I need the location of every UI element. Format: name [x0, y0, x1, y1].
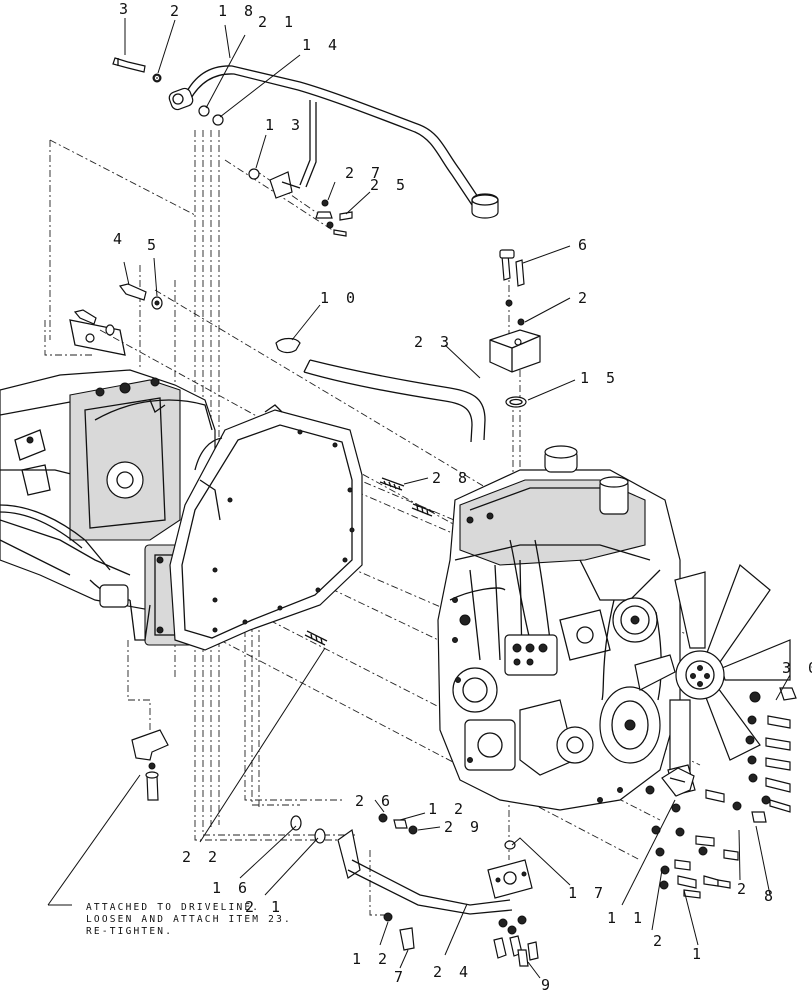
callout-4: 4	[113, 230, 126, 248]
callout-17: 1 7	[568, 884, 607, 902]
bolt-4-washer-5	[73, 283, 163, 336]
callout-22: 2 2	[182, 848, 221, 866]
studs	[304, 477, 435, 646]
note-line-3: RE-TIGHTEN.	[86, 926, 173, 937]
callout-21: 2 1	[258, 13, 297, 31]
callout-21: 2 1	[245, 898, 284, 916]
callout-2: 2	[170, 2, 183, 20]
callout-8: 8	[764, 887, 777, 905]
pipe-23	[275, 249, 541, 443]
callout-12: 1 2	[428, 800, 467, 818]
crank-pulley-belt	[599, 597, 662, 764]
callout-13: 1 3	[265, 116, 304, 134]
callout-25: 2 5	[370, 176, 409, 194]
bracket-left	[131, 729, 169, 801]
callout-2: 2	[737, 880, 750, 898]
pipe-24	[290, 813, 539, 967]
callout-30: 3 0	[782, 659, 812, 677]
assembly-note: ATTACHED TO DRIVELINE. LOOSEN AND ATTACH…	[86, 902, 292, 937]
callout-labels: 3 2 1 8 2 1 1 4 1 3 2 7 2 5 4 5 6 2 1 0 …	[113, 0, 812, 994]
callout-23: 2 3	[414, 333, 453, 351]
callout-5: 5	[147, 236, 160, 254]
callout-7: 7	[394, 968, 407, 986]
note-line-2: LOOSEN AND ATTACH ITEM 23.	[86, 914, 292, 925]
callout-14: 1 4	[302, 36, 341, 54]
callout-16: 1 6	[212, 879, 251, 897]
callout-18: 1 8	[218, 2, 257, 20]
bracket-11	[661, 767, 695, 797]
leader-lines	[47, 18, 791, 979]
callout-26: 2 6	[355, 792, 394, 810]
callout-15: 1 5	[580, 369, 619, 387]
callout-12: 1 2	[352, 950, 391, 968]
oil-pipe-18	[168, 65, 499, 219]
callout-3: 3	[119, 0, 132, 18]
top-hardware	[112, 57, 353, 237]
callout-24: 2 4	[433, 963, 472, 981]
callout-28: 2 8	[432, 469, 471, 487]
callout-29: 2 9	[444, 818, 483, 836]
callout-11: 1 1	[607, 909, 646, 927]
note-line-1: ATTACHED TO DRIVELINE.	[86, 902, 260, 913]
callout-10: 1 0	[320, 289, 359, 307]
callout-6: 6	[578, 236, 591, 254]
callout-27: 2 7	[345, 164, 384, 182]
clutch-housing-plate	[169, 404, 363, 651]
callout-2: 2	[578, 289, 591, 307]
callout-9: 9	[541, 976, 554, 994]
callout-1: 1	[692, 945, 705, 963]
callout-2: 2	[653, 932, 666, 950]
